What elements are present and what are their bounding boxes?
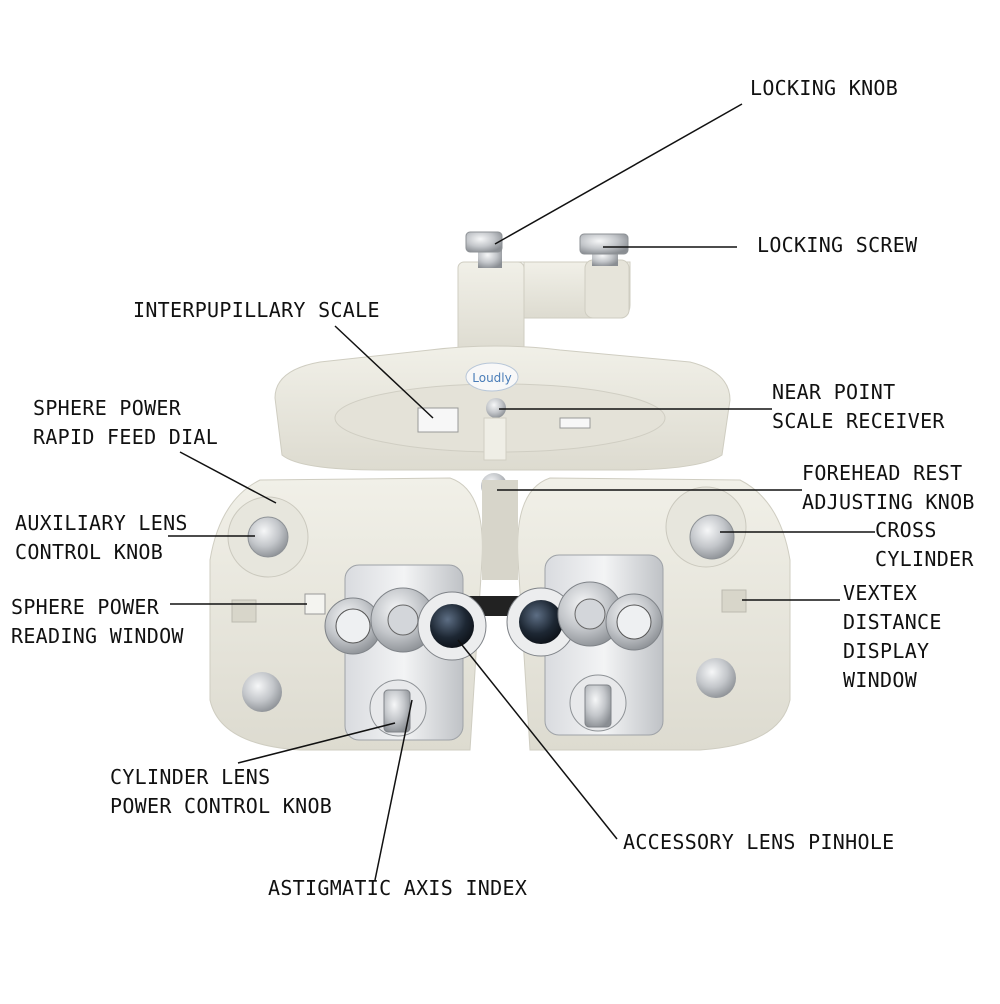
label-astigmatic-axis-index: ASTIGMATIC AXIS INDEX xyxy=(268,876,528,900)
leader-interpupillary-scale xyxy=(334,325,434,419)
leader-astigmatic-axis-index xyxy=(374,699,413,881)
label-near-point-scale-receiver: NEAR POINT SCALE RECEIVER xyxy=(772,380,945,433)
left-lower-knob xyxy=(242,672,282,712)
label-cylinder-lens-power-control-knob: CYLINDER LENS POWER CONTROL KNOB xyxy=(110,765,333,818)
brand-logo: Loudly xyxy=(472,371,511,385)
top-column xyxy=(457,259,631,355)
upper-body: Loudly xyxy=(274,345,731,471)
label-locking-knob: LOCKING KNOB xyxy=(750,76,899,100)
label-sphere-power-rapid-feed-dial: SPHERE POWER RAPID FEED DIAL xyxy=(33,396,219,449)
right-lower-knob xyxy=(696,658,736,698)
leader-locking-knob xyxy=(494,103,743,245)
leader-accessory-lens-pinhole xyxy=(457,639,618,840)
right-cylinder-knob xyxy=(584,684,612,728)
leader-sphere-power-rapid-feed-dial xyxy=(179,451,277,504)
label-auxiliary-lens-control-knob: AUXILIARY LENS CONTROL KNOB xyxy=(15,511,188,564)
vertex-distance-display-window xyxy=(721,589,747,613)
label-interpupillary-scale: INTERPUPILLARY SCALE xyxy=(133,298,380,322)
label-locking-screw: LOCKING SCREW xyxy=(757,233,918,257)
label-cross-cylinder: CROSS CYLINDER xyxy=(875,518,974,571)
right-lens-aperture xyxy=(519,600,563,644)
label-accessory-lens-pinhole: ACCESSORY LENS PINHOLE xyxy=(623,830,895,854)
locking-knob xyxy=(465,231,503,268)
sphere-power-reading-window xyxy=(304,593,326,615)
left-lens-aperture xyxy=(430,604,474,648)
leader-cylinder-lens-power-control-knob xyxy=(237,722,396,764)
leader-lines xyxy=(168,103,875,881)
right-lens-assembly xyxy=(506,554,664,736)
near-point-scale-receiver xyxy=(486,398,506,418)
left-lens-assembly xyxy=(324,564,487,741)
locking-screw xyxy=(579,233,629,266)
auxiliary-lens-control-knob xyxy=(227,496,309,578)
label-forehead-rest-adjusting-knob: FOREHEAD REST ADJUSTING KNOB xyxy=(802,461,975,514)
label-sphere-power-reading-window: SPHERE POWER READING WINDOW xyxy=(11,595,184,648)
label-vextex-distance-display-window: VEXTEX DISTANCE DISPLAY WINDOW xyxy=(843,581,942,692)
cross-cylinder-knob xyxy=(665,486,747,568)
